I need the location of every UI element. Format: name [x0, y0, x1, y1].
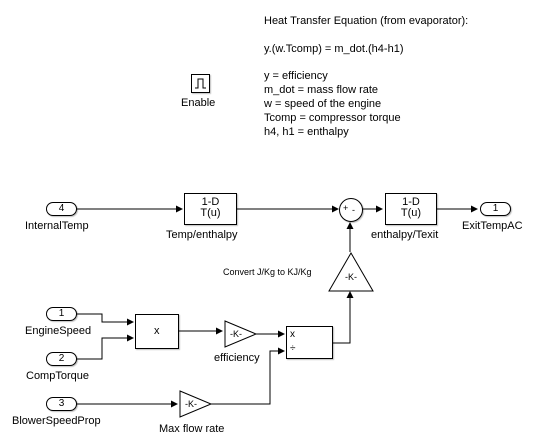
gain-efficiency-label: efficiency: [214, 352, 260, 364]
lookup-enthalpy-texit[interactable]: 1-D T(u): [385, 193, 437, 225]
gain-efficiency-text: -K-: [230, 329, 242, 339]
annotation-line-5: y = efficiency: [264, 70, 328, 82]
product-symbol: x: [154, 325, 160, 337]
pulse-icon: [195, 78, 206, 89]
line-flow-to-divide: [211, 347, 285, 405]
gain-convert-text: -K-: [345, 272, 357, 282]
lookup-temp-enthalpy[interactable]: 1-D T(u): [184, 193, 237, 225]
annotation-line-3: y.(w.Tcomp) = m_dot.(h4-h1): [264, 43, 404, 55]
sum-block[interactable]: + -: [339, 198, 363, 222]
sum-minus: -: [352, 205, 355, 215]
lookup-enthalpy-label: enthalpy/Texit: [371, 229, 439, 241]
enable-label: Enable: [181, 97, 216, 109]
gain-flow-text: -K-: [185, 399, 197, 409]
annotation-line-9: h4, h1 = enthalpy: [264, 126, 349, 138]
sum-plus: +: [343, 203, 349, 213]
inport-blowerspeedprop-label: BlowerSpeedProp: [12, 415, 101, 427]
gain-convert-label: Convert J/Kg to KJ/Kg: [223, 267, 312, 277]
product-block[interactable]: x: [135, 314, 179, 349]
annotation-line-6: m_dot = mass flow rate: [264, 84, 379, 96]
gain-flow-label: Max flow rate: [159, 423, 225, 435]
divide-div: ÷: [290, 343, 296, 354]
lookup-temp-label: Temp/enthalpy: [166, 229, 238, 241]
lookup-enthalpy-line1: 1-D: [402, 196, 420, 208]
inport-enginespeed-label: EngineSpeed: [25, 325, 92, 337]
lookup-temp-line2: T(u): [200, 207, 221, 219]
gain-flow-block[interactable]: -K-: [179, 390, 212, 418]
lookup-enthalpy-line2: T(u): [400, 207, 422, 219]
outport-exittempac-label: ExitTempAC: [462, 220, 523, 232]
inport-internaltemp[interactable]: 4: [46, 202, 77, 216]
annotation-line-8: Tcomp = compressor torque: [264, 112, 401, 124]
inport-comptorque-label: CompTorque: [26, 370, 89, 382]
divide-mult: x: [290, 329, 295, 340]
divide-block[interactable]: x ÷: [286, 326, 333, 359]
lookup-temp-line1: 1-D: [201, 196, 220, 208]
inport-enginespeed[interactable]: 1: [46, 307, 77, 321]
gain-efficiency-block[interactable]: -K-: [224, 320, 257, 348]
gain-convert-block[interactable]: -K-: [328, 252, 374, 292]
line-enginespeed-to-product: [76, 313, 134, 326]
outport-exittempac[interactable]: 1: [480, 202, 511, 216]
line-divide-to-convert: [332, 291, 354, 344]
line-comptorque-to-product: [76, 334, 134, 360]
inport-blowerspeedprop[interactable]: 3: [46, 397, 77, 411]
enable-block[interactable]: [191, 74, 210, 93]
annotation-line-7: w = speed of the engine: [264, 98, 382, 110]
inport-internaltemp-label: InternalTemp: [25, 220, 89, 232]
inport-comptorque[interactable]: 2: [46, 352, 77, 366]
annotation-line-1: Heat Transfer Equation (from evaporator)…: [264, 15, 469, 27]
